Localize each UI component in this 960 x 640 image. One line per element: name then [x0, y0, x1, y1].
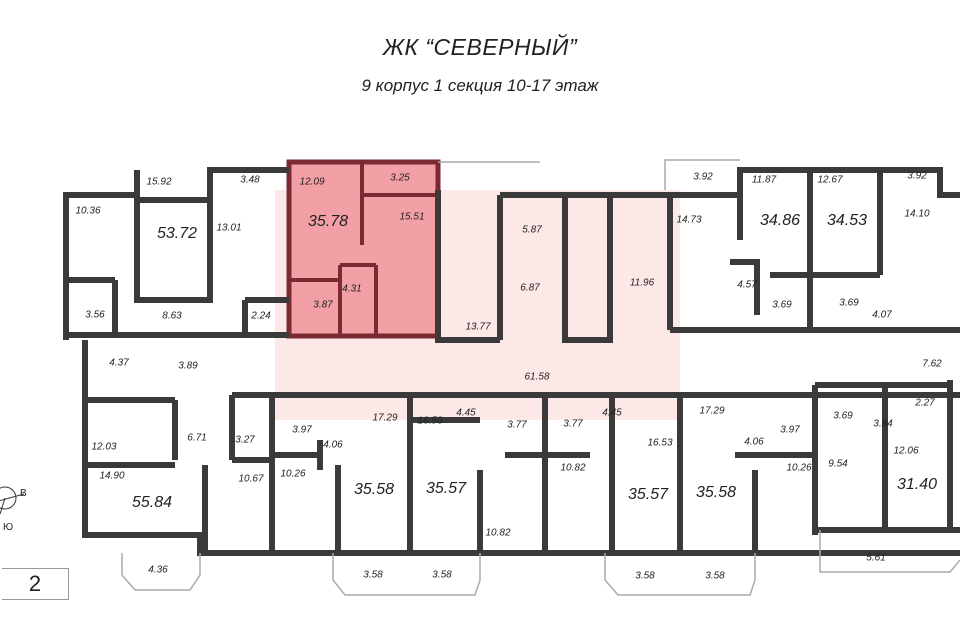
apartment-area[interactable]: 34.86 [759, 212, 801, 229]
room-area: 12.09 [299, 176, 325, 188]
balcony-area: 3.58 [635, 570, 655, 582]
compass-south: Ю [3, 522, 14, 533]
room-area: 3.89 [178, 360, 198, 372]
room-area: 4.45 [602, 407, 622, 419]
room-area: 10.82 [485, 527, 511, 539]
apartment-area[interactable]: 35.58 [353, 481, 395, 498]
room-area: 15.92 [146, 176, 172, 188]
room-area: 3.69 [839, 297, 859, 309]
room-area: 10.67 [238, 473, 264, 485]
room-area: 3.69 [833, 410, 853, 422]
building-subtitle: 9 корпус 1 секция 10-17 этаж [361, 76, 599, 95]
room-area: 3.77 [507, 419, 527, 431]
room-area: 3.84 [873, 418, 893, 430]
room-area: 11.87 [751, 174, 777, 186]
room-area: 6.71 [187, 432, 207, 444]
corridor-area: 61.58 [524, 371, 550, 383]
room-area: 12.03 [91, 441, 117, 453]
room-area: 16.53 [417, 415, 443, 427]
room-area: 14.10 [904, 208, 930, 220]
room-area: 10.26 [786, 462, 812, 474]
section-number: 2 [2, 568, 69, 600]
room-area: 3.87 [313, 299, 333, 311]
room-area: 4.45 [456, 407, 476, 419]
room-area: 10.82 [560, 462, 586, 474]
room-area: 14.90 [99, 470, 125, 482]
room-area: 4.37 [109, 357, 129, 369]
room-area: 15.51 [399, 211, 425, 223]
compass-icon [0, 486, 25, 515]
apartment-area[interactable]: 34.53 [826, 212, 868, 229]
room-area: 13.77 [465, 321, 491, 333]
room-area: 7.62 [922, 358, 942, 370]
room-area: 4.07 [872, 309, 892, 321]
room-area: 2.24 [251, 310, 271, 322]
room-area: 13.01 [216, 222, 242, 234]
room-area: 4.06 [744, 436, 764, 448]
walls [63, 167, 960, 556]
room-area: 14.73 [676, 214, 702, 226]
room-area: 3.25 [390, 172, 410, 184]
room-area: 3.97 [292, 424, 312, 436]
apartment-area[interactable]: 55.84 [131, 494, 173, 511]
room-area: 17.29 [699, 405, 725, 417]
balcony-area: 5.61 [866, 552, 886, 564]
apartment-area-highlighted[interactable]: 35.78 [307, 213, 349, 230]
room-area: 17.29 [372, 412, 398, 424]
room-area: 10.26 [280, 468, 306, 480]
balcony-area: 3.58 [432, 569, 452, 581]
room-area: 12.67 [817, 174, 843, 186]
apartment-area[interactable]: 35.57 [425, 480, 467, 497]
compass-east: В [20, 488, 27, 499]
room-area: 8.63 [162, 310, 182, 322]
apartment-area[interactable]: 53.72 [156, 225, 198, 242]
room-area: 2.27 [915, 397, 935, 409]
apartment-area[interactable]: 31.40 [896, 476, 938, 493]
room-area: 4.06 [323, 439, 343, 451]
room-area: 6.87 [520, 282, 540, 294]
room-area: 3.92 [693, 171, 713, 183]
balcony-area: 4.36 [148, 564, 168, 576]
room-area: 4.57 [737, 279, 757, 291]
room-area: 16.53 [647, 437, 673, 449]
balcony-area: 3.58 [705, 570, 725, 582]
room-area: 10.36 [75, 205, 101, 217]
room-area: 3.27 [235, 434, 255, 446]
room-area: 3.56 [85, 309, 105, 321]
apartment-area[interactable]: 35.58 [695, 484, 737, 501]
room-area: 12.06 [893, 445, 919, 457]
balconies [121, 159, 960, 596]
room-area: 5.87 [522, 224, 542, 236]
room-area: 9.54 [828, 458, 848, 470]
room-area: 3.92 [907, 170, 927, 182]
room-area: 3.77 [563, 418, 583, 430]
room-area: 11.96 [629, 277, 655, 289]
room-area: 3.69 [772, 299, 792, 311]
room-area: 3.97 [780, 424, 800, 436]
room-area: 3.48 [240, 174, 260, 186]
apartment-area[interactable]: 35.57 [627, 486, 669, 503]
complex-title: ЖК “СЕВЕРНЫЙ” [382, 34, 578, 60]
balcony-area: 3.58 [363, 569, 383, 581]
room-area: 4.31 [342, 283, 362, 295]
